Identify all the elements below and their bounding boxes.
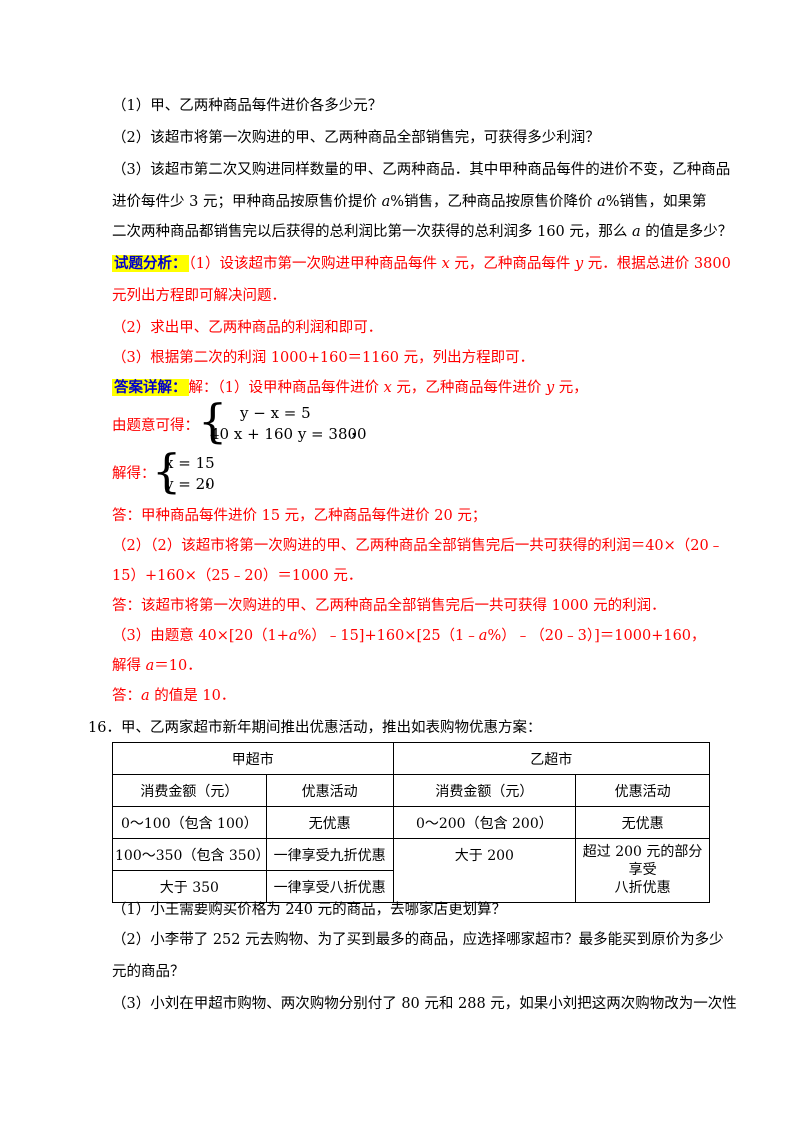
system1-label: 由题意可得： <box>112 418 199 434</box>
table-cell: 无优惠 <box>265 806 394 839</box>
col-header-discount-b: 优惠活动 <box>575 774 710 807</box>
q15-sub3-line3: 二次两种商品都销售完以后获得的总利润比第一次获得的总利润多 160 元，那么 a… <box>112 224 733 240</box>
q15-sub3-line1: （3）该超市第二次又购进同样数量的甲、乙两种商品．其中甲种商品每件的进价不变，乙… <box>112 162 731 178</box>
table-cell: 0～200（包含 200） <box>392 806 577 839</box>
col-header-discount-a: 优惠活动 <box>265 774 394 807</box>
system1-eq2: 40 x + 160 y = 3800 <box>210 425 367 443</box>
col-header-amount-b: 消费金额（元） <box>392 774 577 807</box>
discount-table: 甲超市 乙超市 消费金额（元） 优惠活动 消费金额（元） 优惠活动 0～100（… <box>112 742 710 903</box>
table-cell: 0～100（包含 100） <box>112 806 267 839</box>
answer2: 答：该超市将第一次购进的甲、乙两种商品全部销售完后一共可获得 1000 元的利润… <box>112 598 666 614</box>
analysis-tag: 试题分析： <box>112 255 189 272</box>
store-a-header: 甲超市 <box>112 742 394 775</box>
solution-tag: 答案详解： <box>112 379 189 396</box>
table-cell: 大于 350 <box>112 870 267 903</box>
analysis-line1: 试题分析：（1）设该超市第一次购进甲种商品每件 x 元，乙种商品每件 y 元．根… <box>112 255 731 272</box>
table-cell: 大于 200 <box>392 838 577 903</box>
table-cell: 一律享受九折优惠 <box>265 838 394 871</box>
table-cell: 超过 200 元的部分享受八折优惠 <box>575 838 710 903</box>
solution-part2-line2: 15）+160×（25﹣20）＝1000 元． <box>112 568 363 584</box>
solution-part2-line1: （2）（2）该超市将第一次购进的甲、乙两种商品全部销售完后一共可获得的利润＝40… <box>112 538 724 554</box>
system2-eq1: x = 15 <box>165 454 215 472</box>
system1-brace: { <box>198 394 228 448</box>
system2-comma: ， <box>204 472 220 490</box>
q16-sub3: （3）小刘在甲超市购物、两次购物分别付了 80 元和 288 元，如果小刘把这两… <box>112 996 737 1012</box>
system1-comma: ， <box>350 422 366 440</box>
col-header-amount-a: 消费金额（元） <box>112 774 267 807</box>
solution-part3-result: 解得 a＝10． <box>112 658 202 674</box>
table-cell: 一律享受八折优惠 <box>265 870 394 903</box>
q15-sub2: （2）该超市将第一次购进的甲、乙两种商品全部销售完，可获得多少利润？ <box>112 130 600 146</box>
q15-sub1: （1）甲、乙两种商品每件进价各多少元？ <box>112 98 383 114</box>
analysis-line3: （2）求出甲、乙两种商品的利润和即可． <box>112 320 383 336</box>
system2-eq2: y = 20 <box>165 475 215 493</box>
q16-intro: 16．甲、乙两家超市新年期间推出优惠活动，推出如表购物优惠方案： <box>88 720 542 736</box>
solution-line1: 答案详解：解：（1）设甲种商品每件进价 x 元，乙种商品每件进价 y 元， <box>112 379 588 396</box>
analysis-line4: （3）根据第二次的利润 1000+160＝1160 元，列出方程即可． <box>112 350 535 366</box>
system2-label: 解得： <box>112 466 156 482</box>
q16-sub1: （1）小王需要购买价格为 240 元的商品，去哪家店更划算？ <box>112 902 507 918</box>
store-b-header: 乙超市 <box>392 742 710 775</box>
table-cell: 无优惠 <box>575 806 710 839</box>
q16-sub2-line1: （2）小李带了 252 元去购物、为了买到最多的商品，应选择哪家超市？最多能买到… <box>112 932 724 948</box>
q16-sub2-line2: 元的商品？ <box>112 964 185 980</box>
analysis-line2: 元列出方程即可解决问题． <box>112 288 286 304</box>
system2-brace: { <box>152 444 182 498</box>
answer1: 答：甲种商品每件进价 15 元，乙种商品每件进价 20 元； <box>112 508 487 524</box>
table-cell: 100～350（包含 350） <box>112 838 270 871</box>
solution-part3-equation: （3）由题意 40×[20（1+a%）﹣15]+160×[25（1﹣a%）﹣（2… <box>112 628 706 644</box>
answer3: 答：a 的值是 10． <box>112 688 236 704</box>
q15-sub3-line2: 进价每件少 3 元；甲种商品按原售价提价 a%销售，乙种商品按原售价降价 a%销… <box>112 194 707 210</box>
system1-eq1: y − x = 5 <box>240 404 311 422</box>
